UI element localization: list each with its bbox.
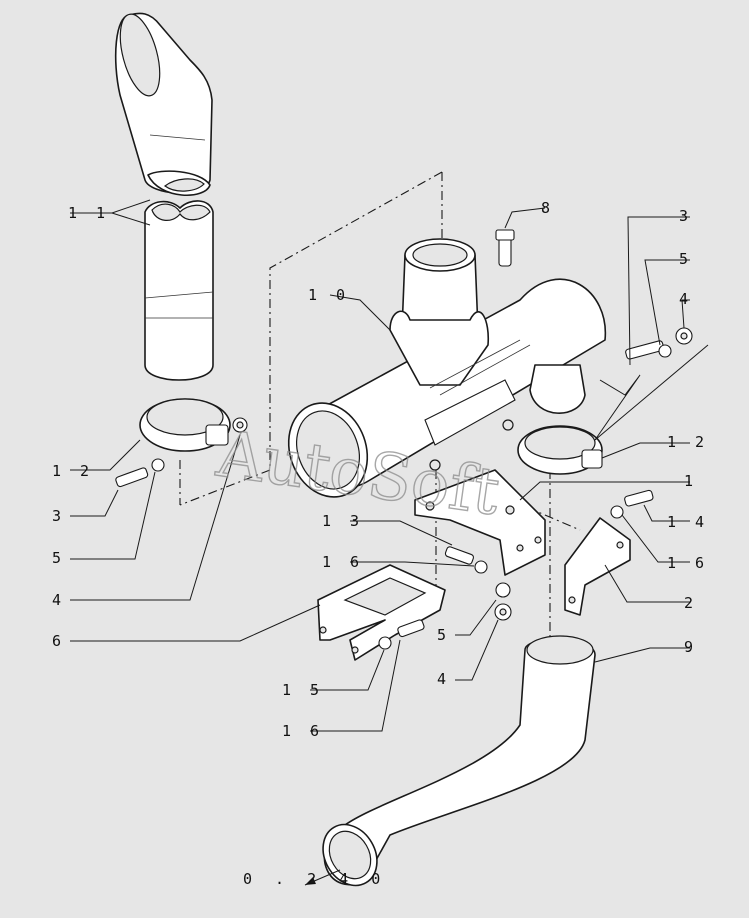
callout-14: 1 4 <box>667 513 709 531</box>
callout-2: 2 <box>684 594 698 612</box>
callout-6: 6 <box>52 632 66 650</box>
callout-8: 8 <box>541 199 555 217</box>
support-bracket <box>564 517 631 616</box>
callout-13: 1 3 <box>322 512 364 530</box>
callout-4-top: 4 <box>679 290 693 308</box>
callout-4-mid: 4 <box>437 670 451 688</box>
callout-9: 9 <box>684 638 698 656</box>
muffler-bracket <box>414 469 546 576</box>
callout-labels: 1 1 8 3 5 4 1 0 1 2 1 2 1 3 1 3 1 4 5 1 … <box>52 199 709 888</box>
hardware <box>115 229 693 650</box>
reference-code: 0 . 2 4 0 <box>243 870 387 888</box>
callout-16-mid: 1 6 <box>322 553 364 571</box>
callout-5-mid: 5 <box>437 626 451 644</box>
muffler <box>287 238 607 498</box>
callout-12-left: 1 2 <box>52 462 94 480</box>
callout-16-right: 1 6 <box>667 554 709 572</box>
exhaust-stack-upper <box>114 12 213 196</box>
callout-15: 1 5 <box>282 681 324 699</box>
callout-10: 1 0 <box>308 286 350 304</box>
callout-3-left: 3 <box>52 507 66 525</box>
callout-4-left: 4 <box>52 591 66 609</box>
callout-3-top: 3 <box>679 207 693 225</box>
clamp-left <box>139 398 248 452</box>
exhaust-stack-lower <box>144 200 214 381</box>
callout-11: 1 1 <box>68 204 110 222</box>
exhaust-pipe-lower <box>322 635 596 887</box>
u-bracket <box>317 564 446 661</box>
callout-12-right: 1 2 <box>667 433 709 451</box>
leader-lines <box>70 199 709 886</box>
clamp-right <box>517 425 603 475</box>
callout-5-top: 5 <box>679 250 693 268</box>
callout-5-left: 5 <box>52 549 66 567</box>
callout-1: 1 <box>684 472 698 490</box>
callout-16-bottom: 1 6 <box>282 722 324 740</box>
